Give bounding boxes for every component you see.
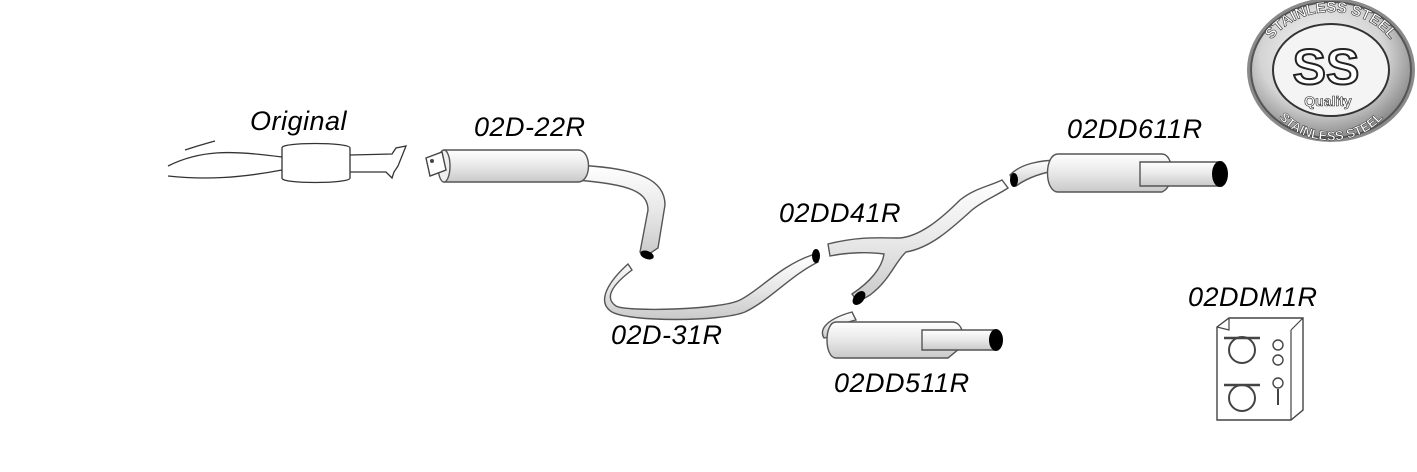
part-02dd511r bbox=[821, 311, 1003, 359]
label-02dd611r: 02DD611R bbox=[1067, 114, 1203, 144]
part-02ddm1r-kit bbox=[1216, 317, 1304, 421]
label-02dd41r: 02DD41R bbox=[779, 198, 902, 228]
badge-sub-text: Quality bbox=[1304, 93, 1352, 109]
stainless-steel-badge bbox=[1247, 0, 1415, 142]
part-02d-31r bbox=[603, 249, 820, 321]
label-02ddm1r: 02DDM1R bbox=[1188, 282, 1318, 312]
part-02d-22r bbox=[425, 149, 666, 260]
label-02dd511r: 02DD511R bbox=[834, 368, 970, 398]
part-02dd41r bbox=[827, 179, 1010, 305]
label-original: Original bbox=[250, 106, 348, 136]
badge-center-text: SS bbox=[1293, 39, 1360, 95]
label-02d-31r: 02D-31R bbox=[611, 320, 723, 350]
badge-ring-bottom-text: STAINLESS STEEL bbox=[1276, 109, 1385, 143]
label-02d-22r: 02D-22R bbox=[474, 112, 586, 142]
part-02dd611r bbox=[1009, 153, 1228, 193]
original-system-outline bbox=[167, 140, 408, 184]
badge-ring-top-text: STAINLESS STEEL bbox=[1262, 0, 1401, 42]
